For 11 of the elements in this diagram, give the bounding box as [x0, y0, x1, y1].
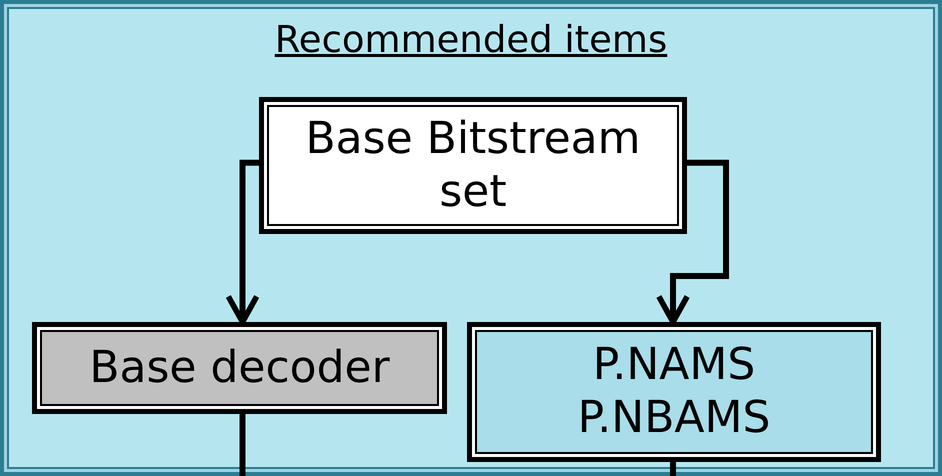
box-label: Base decoder [88, 342, 391, 394]
box-label: Base Bitstream set [304, 112, 642, 218]
arrow [656, 160, 729, 325]
process-box [467, 322, 881, 462]
process-box [259, 97, 687, 234]
connector-line [240, 414, 246, 476]
box-label: P.NAMS P.NBAMS [576, 339, 772, 445]
arrow [226, 160, 260, 325]
connector-line [670, 462, 676, 476]
process-box [32, 322, 447, 414]
panel-heading: Recommended items [274, 18, 668, 61]
